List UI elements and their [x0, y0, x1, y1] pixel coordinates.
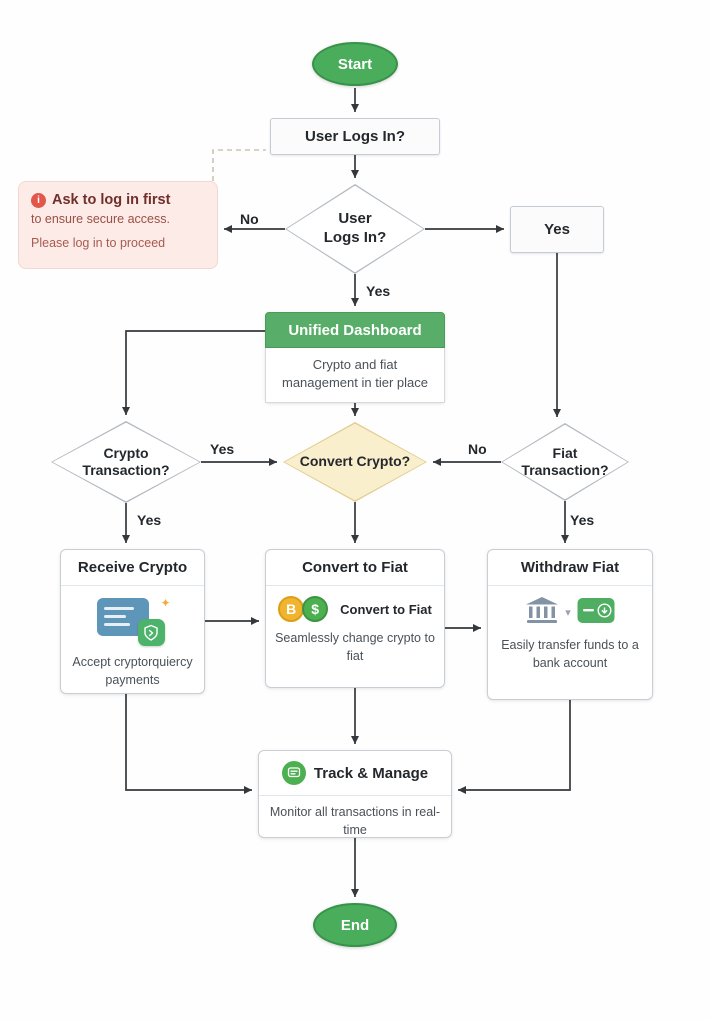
start-node: Start [312, 42, 398, 86]
crypto-transaction-label: Crypto Transaction? [82, 444, 170, 479]
fiat-coin-icon: $ [302, 596, 329, 622]
withdraw-fiat-desc: Easily transfer funds to a bank account [501, 638, 639, 670]
receive-crypto-icons: ✦ [61, 586, 204, 650]
edge-note-login-dashed [212, 149, 266, 181]
edge-label-yes-receive: Yes [137, 512, 162, 528]
bank-card-deposit-icon [577, 597, 615, 629]
convert-crypto-label: Convert Crypto? [299, 453, 411, 470]
withdraw-fiat-icons: ▾ [488, 586, 652, 633]
track-manage-card: Track & Manage Monitor all transactions … [258, 750, 452, 838]
end-node: End [313, 903, 397, 947]
edge-dashboard-crypto [122, 330, 265, 415]
sparkle-icon: ✦ [160, 596, 171, 610]
edge-label-yes-crypto: Yes [210, 441, 235, 457]
withdraw-fiat-card: Withdraw Fiat ▾ [487, 549, 653, 700]
login-question-label: User Logs In? [304, 128, 405, 145]
track-manage-desc: Monitor all transactions in real-time [269, 805, 441, 837]
edge-label-no-fiat: No [468, 441, 487, 457]
monitor-icon [281, 761, 306, 785]
convert-badge-label: Convert to Fiat [340, 601, 432, 617]
shield-check-icon [137, 619, 165, 646]
receive-crypto-desc: Accept cryptorquiercy payments [72, 655, 193, 687]
wallet-card-icon: ✦ [95, 596, 171, 646]
yes-branch-node: Yes [510, 206, 604, 253]
convert-to-fiat-desc: Seamlessly change crypto to fiat [275, 631, 435, 663]
caret-down-icon: ▾ [565, 607, 571, 619]
fiat-transaction-decision: Fiat Transaction? [501, 423, 629, 501]
end-label: End [340, 916, 370, 934]
login-decision-node: User Logs In? [285, 184, 425, 274]
dashboard-subtitle: Crypto and fiat management in tier place [265, 348, 445, 404]
note-title: Ask to log in first [52, 192, 171, 208]
edge-label-yes-withdraw: Yes [570, 512, 595, 528]
login-question-node: User Logs In? [270, 118, 440, 155]
edge-label-yes-login: Yes [366, 283, 391, 299]
convert-crypto-decision: Convert Crypto? [283, 422, 427, 502]
convert-to-fiat-icons: B $ Convert to Fiat [266, 586, 444, 626]
crypto-coin-icon: B [278, 596, 305, 622]
bank-icon [525, 596, 559, 629]
convert-to-fiat-card: Convert to Fiat B $ Convert to Fiat Seam… [265, 549, 445, 688]
note-title-row: i Ask to log in first [31, 192, 205, 208]
alert-icon: i [31, 192, 46, 208]
receive-crypto-title: Receive Crypto [61, 550, 204, 586]
note-body: to ensure secure access. [31, 212, 170, 226]
convert-to-fiat-title: Convert to Fiat [266, 550, 444, 586]
track-manage-title: Track & Manage [313, 764, 429, 782]
crypto-transaction-decision: Crypto Transaction? [51, 421, 201, 503]
edge-withdraw-track [458, 700, 571, 794]
unified-dashboard-node: Unified Dashboard Crypto and fiat manage… [265, 312, 445, 404]
note-footer: Please log in to proceed [31, 236, 166, 250]
start-label: Start [337, 55, 373, 73]
track-manage-title-row: Track & Manage [259, 751, 451, 796]
fiat-transaction-label: Fiat Transaction? [521, 444, 609, 479]
dashboard-header: Unified Dashboard [265, 312, 445, 348]
yes-branch-label: Yes [544, 221, 570, 238]
login-decision-label: User Logs In? [323, 210, 387, 246]
withdraw-fiat-title: Withdraw Fiat [488, 550, 652, 586]
edge-label-no-login: No [240, 211, 259, 227]
login-warning-note: i Ask to log in first to ensure secure a… [18, 181, 218, 269]
edge-receive-track [125, 694, 252, 794]
receive-crypto-card: Receive Crypto ✦ Accept cryptorquiercy p… [60, 549, 205, 694]
